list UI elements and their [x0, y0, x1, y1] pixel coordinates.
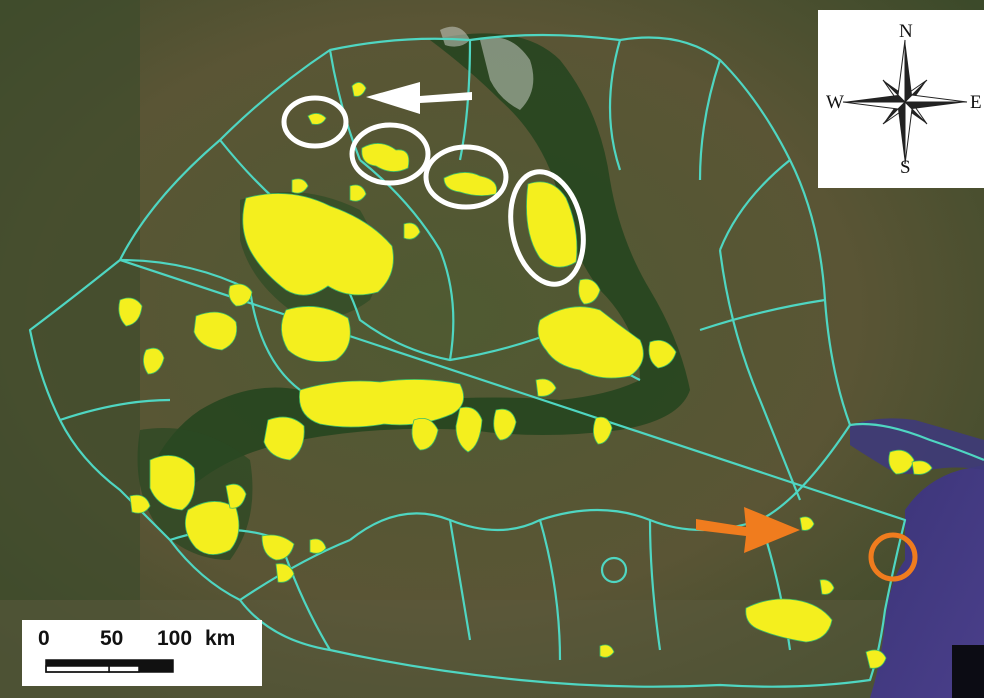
- area-delta-1: [888, 449, 915, 475]
- black-patch: [952, 645, 984, 698]
- area-southwest-3: [225, 483, 247, 509]
- scale-bar-panel: 0 50 100 km: [22, 620, 262, 686]
- area-south-1: [745, 598, 833, 643]
- white-ellipse-4: [508, 169, 586, 287]
- danube-delta-water: [850, 418, 984, 474]
- area-central-5: [493, 408, 517, 441]
- area-east-4: [578, 278, 601, 305]
- area-central-6: [593, 416, 613, 445]
- white-arrow-icon: [366, 82, 472, 114]
- orange-circle-marker: [868, 532, 918, 582]
- area-east-2: [648, 339, 677, 369]
- cloud-patches: [440, 26, 534, 111]
- area-east-cluster: [537, 306, 644, 379]
- area-north-1: [351, 82, 367, 97]
- area-west-2: [281, 306, 351, 363]
- area-west-6: [228, 283, 253, 307]
- compass-east-label: E: [970, 92, 982, 113]
- white-ellipse-1: [281, 95, 349, 149]
- area-central-band: [299, 379, 464, 428]
- area-south-2: [819, 579, 835, 595]
- compass-west-label: W: [826, 92, 844, 113]
- area-southwest-1: [149, 455, 196, 511]
- area-southwest-7: [309, 538, 327, 554]
- area-southwest-5: [261, 534, 295, 561]
- area-southeast-1: [799, 516, 815, 531]
- area-central-2: [263, 416, 305, 461]
- white-ellipse-2: [349, 122, 431, 186]
- black-sea: [870, 465, 984, 698]
- area-central-3: [455, 406, 483, 453]
- area-delta-2: [911, 460, 933, 475]
- area-west-5: [143, 347, 165, 375]
- compass-rose-icon: [842, 39, 968, 165]
- area-southwest-6: [275, 563, 295, 583]
- scale-tick-100: 100: [157, 627, 193, 650]
- compass-south-label: S: [900, 157, 911, 178]
- area-south-4: [865, 649, 887, 669]
- area-northwest-1: [307, 113, 327, 125]
- white-markers: [281, 95, 586, 287]
- area-east-3: [535, 378, 557, 397]
- carpathian-forest: [150, 33, 690, 488]
- compass-panel: N S W E: [818, 10, 984, 188]
- area-west-3: [193, 311, 238, 351]
- scale-tick-0: 0: [38, 627, 50, 650]
- area-north-5: [349, 184, 367, 202]
- scale-bar-graphic: [45, 659, 174, 673]
- area-northeast-1: [526, 181, 578, 268]
- area-south-3: [599, 644, 615, 658]
- area-west-cluster: [242, 193, 394, 296]
- white-ellipse-3: [423, 144, 509, 210]
- scale-unit: km: [205, 627, 236, 650]
- area-north-4: [291, 178, 309, 194]
- area-central-4: [411, 417, 439, 451]
- scale-tick-50: 50: [100, 627, 124, 650]
- outer-land-west: [0, 0, 140, 698]
- compass-north-label: N: [899, 21, 913, 42]
- area-west-4: [118, 297, 143, 327]
- area-southwest-2: [184, 501, 240, 555]
- area-southwest-4: [129, 494, 151, 514]
- highlighted-areas: [118, 82, 933, 669]
- area-north-6: [403, 222, 421, 240]
- area-north-2: [361, 143, 410, 172]
- orange-arrow-icon: [696, 507, 800, 553]
